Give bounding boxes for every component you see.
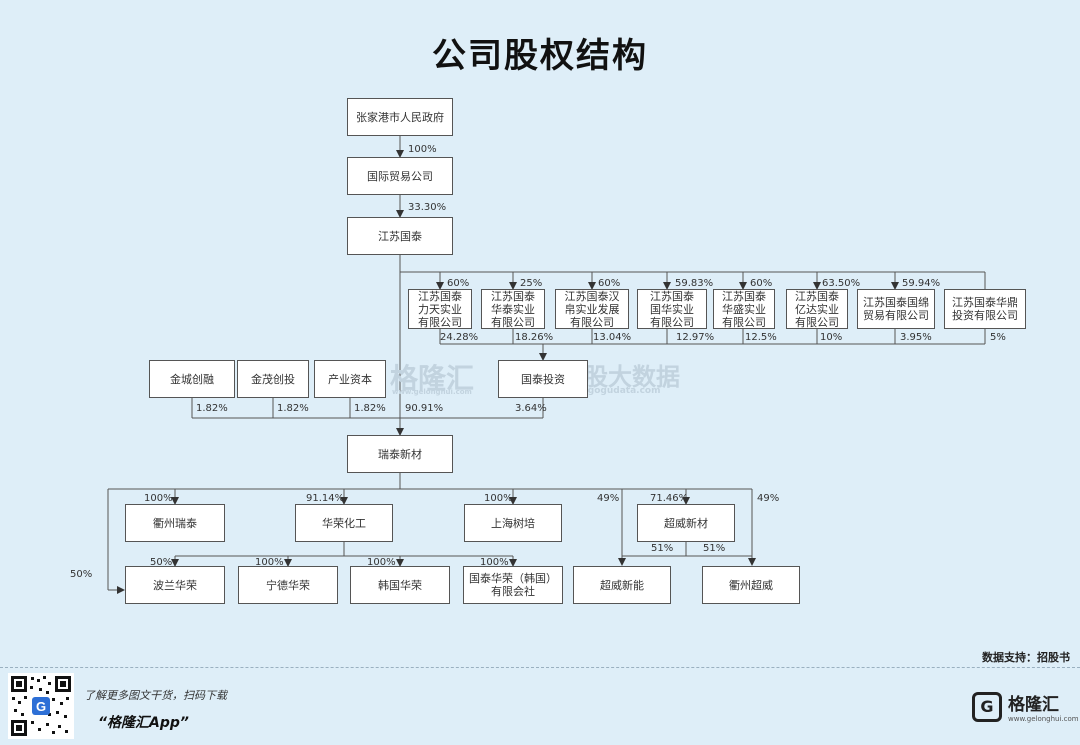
node-hanbo: 江苏国泰汉 帛实业发展 有限公司: [555, 289, 629, 329]
qr-code[interactable]: G: [8, 673, 74, 739]
node-guomian: 江苏国泰国绵 贸易有限公司: [857, 289, 935, 329]
pct-label: 59.94%: [902, 278, 941, 289]
pct-label: 24.28%: [440, 332, 479, 343]
logo-url: www.gelonghui.com: [1008, 715, 1079, 723]
node-quzhou-chaowei: 衢州超威: [702, 566, 800, 604]
pct-label: 13.04%: [593, 332, 632, 343]
pct-label: 10%: [820, 332, 843, 343]
pct-label: 59.83%: [675, 278, 714, 289]
node-guohua: 江苏国泰 国华实业 有限公司: [637, 289, 707, 329]
pct-label: 90.91%: [405, 403, 444, 414]
node-guotai-invest: 国泰投资: [498, 360, 588, 398]
pct-label: 63.50%: [822, 278, 861, 289]
brand-logo: G 格隆汇 www.gelonghui.com: [972, 690, 1079, 723]
pct-label: 25%: [520, 278, 543, 289]
pct-label: 50%: [70, 569, 93, 580]
pct-label: 18.26%: [515, 332, 554, 343]
pct-label: 3.64%: [515, 403, 547, 414]
data-source: 数据支持：招股书: [982, 651, 1070, 664]
node-huatai: 江苏国泰 华泰实业 有限公司: [481, 289, 545, 329]
node-huarong-chem: 华荣化工: [295, 504, 393, 542]
svg-text:G: G: [36, 699, 46, 714]
node-poland-huarong: 波兰华荣: [125, 566, 225, 604]
brand-watermark-url: www.gelonghui.com: [392, 388, 472, 396]
node-intl-trade: 国际贸易公司: [347, 157, 453, 195]
pct-label: 12.5%: [745, 332, 777, 343]
gogu-watermark-url: www.gogudata.com: [560, 386, 661, 396]
node-quzhou-ruitai: 衢州瑞泰: [125, 504, 225, 542]
pct-label: 51%: [703, 543, 726, 554]
node-jincheng: 金城创融: [149, 360, 235, 398]
page-title: 公司股权结构: [432, 36, 648, 76]
pct-label: 5%: [990, 332, 1006, 343]
pct-label: 1.82%: [354, 403, 386, 414]
pct-label: 71.46%: [650, 493, 689, 504]
footer-app-name: “格隆汇App”: [98, 715, 189, 731]
pct-label: 100%: [408, 144, 437, 155]
node-huasheng: 江苏国泰 华盛实业 有限公司: [713, 289, 775, 329]
pct-label: 12.97%: [676, 332, 715, 343]
pct-label: 50%: [150, 557, 173, 568]
node-ningde-huarong: 宁德华荣: [238, 566, 338, 604]
footer-divider: [0, 667, 1080, 668]
pct-label: 60%: [447, 278, 470, 289]
node-guotai-korea: 国泰华荣（韩国） 有限会社: [463, 566, 563, 604]
pct-label: 60%: [598, 278, 621, 289]
logo-g-icon: G: [972, 691, 1002, 722]
pct-label: 1.82%: [196, 403, 228, 414]
node-chaowei-material: 超威新材: [637, 504, 735, 542]
node-shanghai: 上海树培: [464, 504, 562, 542]
logo-text: 格隆汇: [1008, 695, 1059, 715]
node-jiangsu-guotai: 江苏国泰: [347, 217, 453, 255]
node-korea-huarong: 韩国华荣: [350, 566, 450, 604]
pct-label: 91.14%: [306, 493, 345, 504]
brand-watermark: 格隆汇: [390, 362, 475, 395]
pct-label: 60%: [750, 278, 773, 289]
pct-label: 33.30%: [408, 202, 447, 213]
footer-tagline: 了解更多图文干货，扫码下载: [84, 689, 227, 702]
pct-label: 1.82%: [277, 403, 309, 414]
pct-label: 49%: [597, 493, 620, 504]
qr-code-icon: G: [8, 673, 74, 739]
pct-label: 3.95%: [900, 332, 932, 343]
pct-label: 100%: [484, 493, 513, 504]
node-ruitai: 瑞泰新材: [347, 435, 453, 473]
pct-label: 100%: [144, 493, 173, 504]
pct-label: 100%: [255, 557, 284, 568]
pct-label: 51%: [651, 543, 674, 554]
pct-label: 100%: [367, 557, 396, 568]
pct-label: 100%: [480, 557, 509, 568]
node-yida: 江苏国泰 亿达实业 有限公司: [786, 289, 848, 329]
node-chanye: 产业资本: [314, 360, 386, 398]
node-chaowei-energy: 超威新能: [573, 566, 671, 604]
node-jinmao: 金茂创投: [237, 360, 309, 398]
node-huading: 江苏国泰华鼎 投资有限公司: [944, 289, 1026, 329]
pct-label: 49%: [757, 493, 780, 504]
node-litian: 江苏国泰 力天实业 有限公司: [408, 289, 472, 329]
node-zjg-gov: 张家港市人民政府: [347, 98, 453, 136]
